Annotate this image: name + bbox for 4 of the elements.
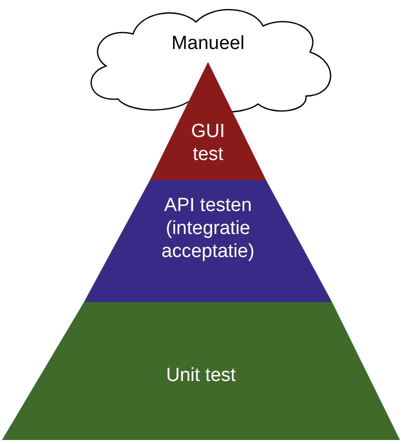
- layer-label: Manueel: [170, 32, 246, 55]
- layer-label: Unit test: [165, 364, 237, 387]
- layer-label: GUI test: [190, 120, 226, 166]
- layer-label: API testen (integratie acceptatie): [160, 194, 256, 263]
